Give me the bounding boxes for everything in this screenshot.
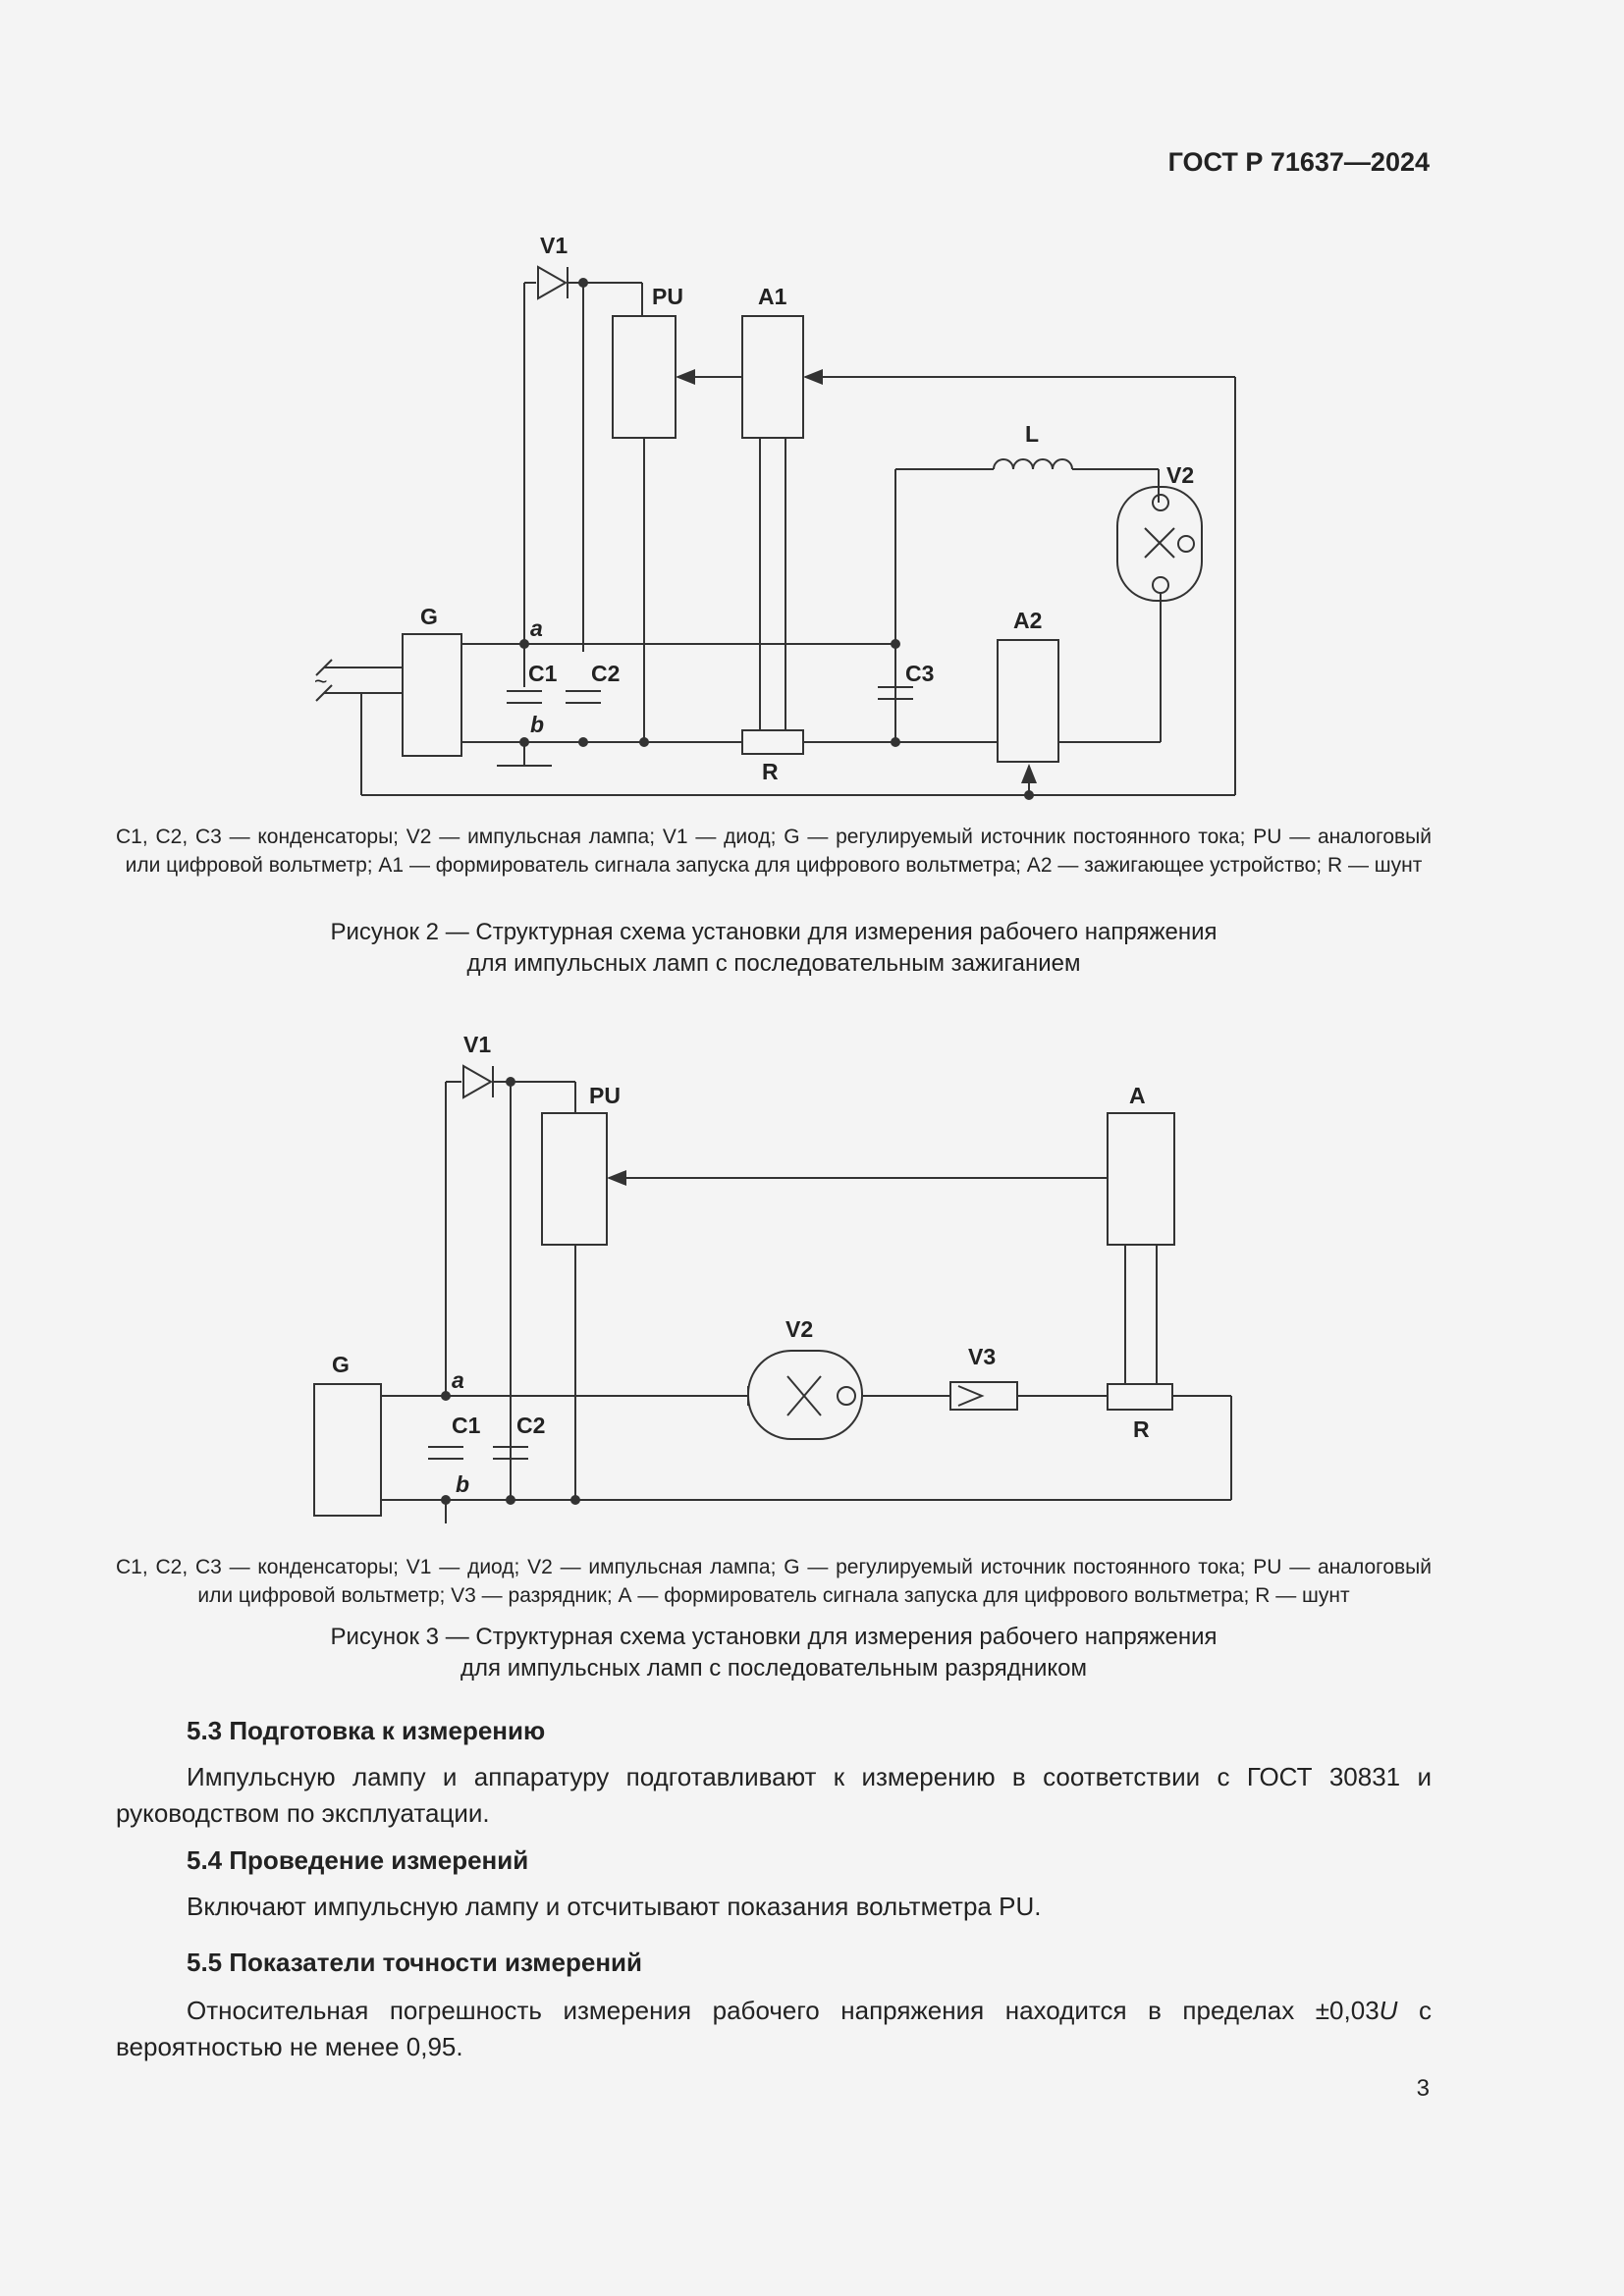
shunt-r-box-fig3 <box>1107 1383 1173 1411</box>
label-g: G <box>420 604 438 629</box>
label-c1-fig3: C1 <box>452 1413 481 1438</box>
section-5-4-heading: 5.4 Проведение измерений <box>187 1845 529 1875</box>
label-c2-fig3: C2 <box>516 1413 545 1438</box>
label-c2: C2 <box>591 661 620 686</box>
label-node-b: b <box>530 712 544 737</box>
figure-3-caption-line1: Рисунок 3 — Структурная схема установки … <box>330 1624 1218 1650</box>
voltmeter-pu-box <box>612 315 677 439</box>
label-c3: C3 <box>905 661 934 686</box>
figure-2-caption-line1: Рисунок 2 — Структурная схема установки … <box>330 919 1218 945</box>
flash-lamp-v2-fig3 <box>747 1350 863 1440</box>
shunt-r-box <box>741 729 804 755</box>
trigger-former-a1-box <box>741 315 804 439</box>
source-g-box <box>402 633 462 757</box>
inductor-l <box>993 458 1073 470</box>
igniter-a2-box <box>997 639 1059 763</box>
label-node-a: a <box>530 615 543 641</box>
figure-3-legend: С1, С2, С3 — конденсаторы; V1 — диод; V2… <box>116 1556 1432 1607</box>
label-ac-symbol: ~ <box>314 668 327 694</box>
trigger-former-a-box <box>1107 1112 1175 1246</box>
figure-3-diagram: V1 PU A V2 V3 G a b C1 C2 R <box>0 1001 1624 1551</box>
label-v2: V2 <box>1166 462 1194 488</box>
label-l: L <box>1025 421 1039 447</box>
label-node-b-fig3: b <box>456 1471 469 1497</box>
page-number: 3 <box>1416 2075 1430 2102</box>
section-5-3-text: Импульсную лампу и аппаратуру подготавли… <box>116 1762 1432 1828</box>
section-5-5-heading: 5.5 Показатели точности измерений <box>187 1948 643 1977</box>
section-5-4-text: Включают импульсную лампу и отсчитывают … <box>187 1892 1042 1921</box>
label-v1: V1 <box>540 233 568 258</box>
label-a-fig3: A <box>1129 1083 1146 1108</box>
figure-2-legend: С1, С2, С3 — конденсаторы; V2 — импульсн… <box>116 826 1432 877</box>
label-v1-fig3: V1 <box>463 1032 491 1057</box>
figure-3-caption-line2: для импульсных ламп с последовательным р… <box>460 1655 1087 1682</box>
label-pu-fig3: PU <box>589 1083 621 1108</box>
spark-gap-v3 <box>949 1381 1018 1411</box>
label-a2: A2 <box>1013 608 1042 633</box>
label-node-a-fig3: a <box>452 1367 464 1393</box>
label-c1: C1 <box>528 661 558 686</box>
label-r: R <box>762 759 779 784</box>
flash-lamp-v2 <box>1116 486 1203 602</box>
label-pu: PU <box>652 284 683 309</box>
label-r-fig3: R <box>1133 1416 1150 1442</box>
label-a1: A1 <box>758 284 787 309</box>
voltmeter-pu-box-fig3 <box>541 1112 608 1246</box>
label-v3-fig3: V3 <box>968 1344 996 1369</box>
label-g-fig3: G <box>332 1352 350 1377</box>
figure-2-diagram: V1 PU A1 L V2 G a b C1 C2 C3 A2 R ~ <box>0 0 1624 815</box>
document-code: ГОСТ Р 71637—2024 <box>1167 147 1430 177</box>
section-5-3-heading: 5.3 Подготовка к измерению <box>187 1716 546 1745</box>
source-g-box-fig3 <box>313 1383 382 1517</box>
figure-2-caption-line2: для импульсных ламп с последовательным з… <box>466 950 1081 977</box>
section-5-5-text: Относительная погрешность измерения рабо… <box>116 1996 1432 2061</box>
label-v2-fig3: V2 <box>785 1316 813 1342</box>
